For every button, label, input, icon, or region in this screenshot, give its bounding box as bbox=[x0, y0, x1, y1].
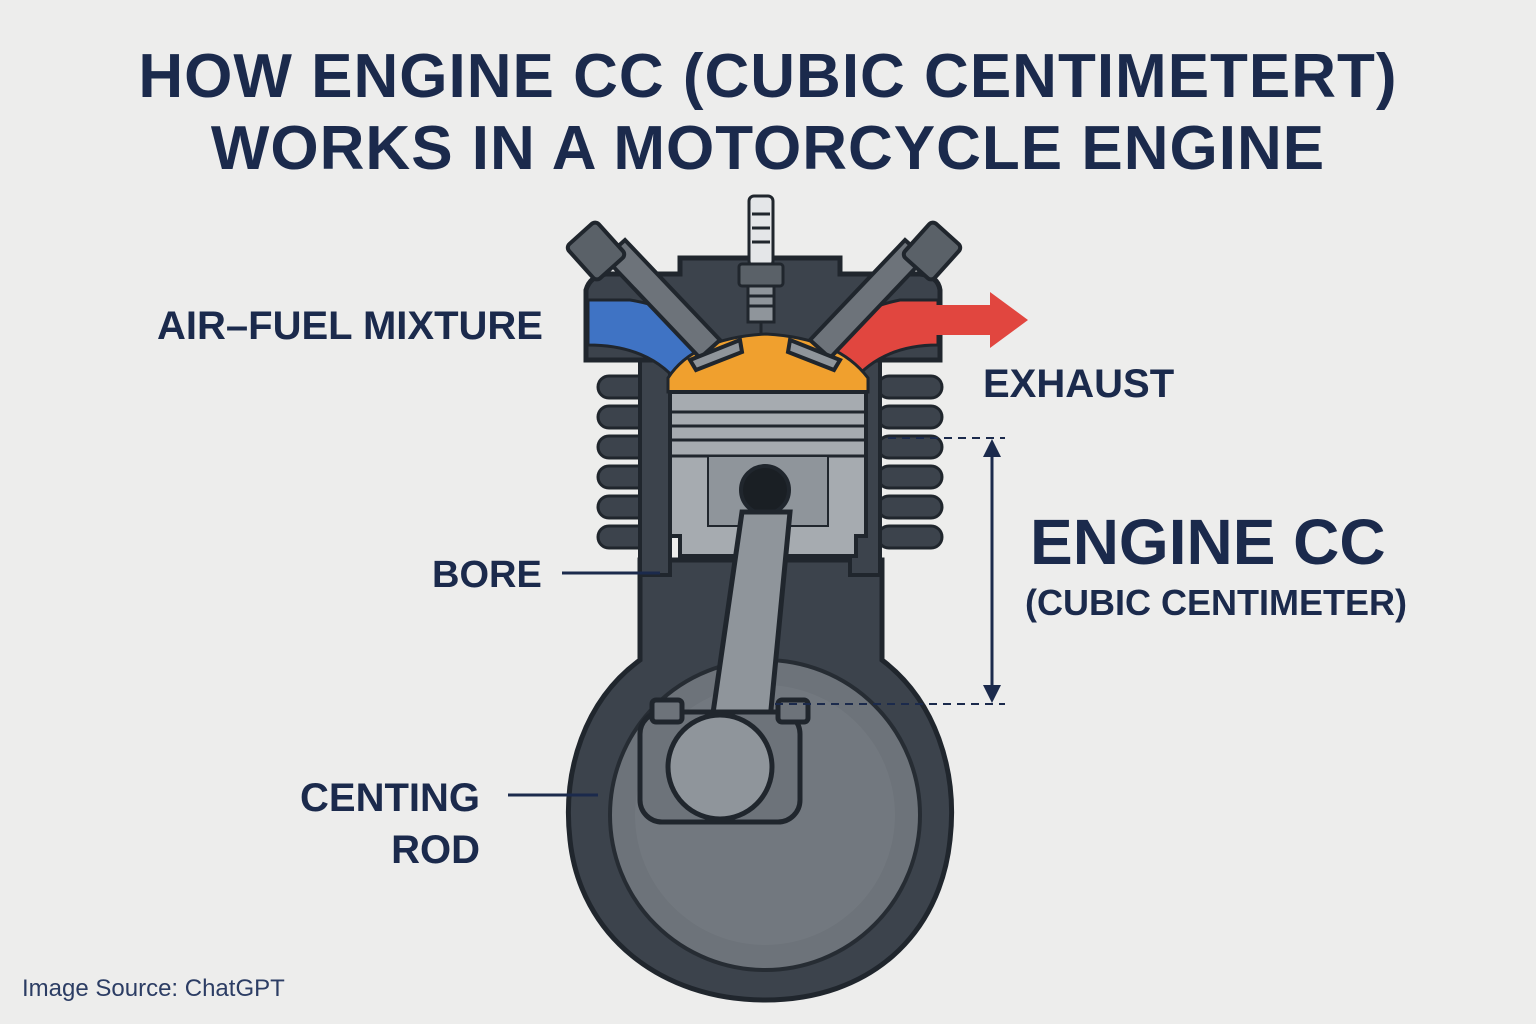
engine-cc-label: ENGINE CC bbox=[1030, 506, 1386, 578]
wrist-pin bbox=[739, 464, 791, 516]
cooling-fins bbox=[596, 374, 944, 550]
engine-cc-sublabel: (CUBIC CENTIMETER) bbox=[1025, 582, 1407, 623]
title-line-2: WORKS IN A MOTORCYCLE ENGINE bbox=[210, 114, 1326, 183]
connecting-rod-label: CENTING ROD bbox=[300, 772, 480, 876]
exhaust-arrow bbox=[935, 292, 1028, 348]
exhaust-label: EXHAUST bbox=[983, 362, 1175, 406]
connecting-rod-label-line-1: CENTING bbox=[300, 776, 480, 820]
image-source: Image Source: ChatGPT bbox=[22, 975, 285, 1002]
connecting-rod bbox=[637, 509, 811, 825]
stroke-indicator bbox=[775, 437, 1005, 705]
connecting-rod-label-line-2: ROD bbox=[391, 828, 480, 872]
spark-plug bbox=[737, 194, 785, 334]
air-fuel-mixture-label: AIR–FUEL MIXTURE bbox=[157, 304, 543, 348]
title-line-1: HOW ENGINE CC (CUBIC CENTIMETERT) bbox=[138, 42, 1398, 111]
exhaust-valve bbox=[785, 220, 963, 373]
bore-label: BORE bbox=[432, 554, 542, 596]
intake-valve bbox=[565, 220, 745, 373]
